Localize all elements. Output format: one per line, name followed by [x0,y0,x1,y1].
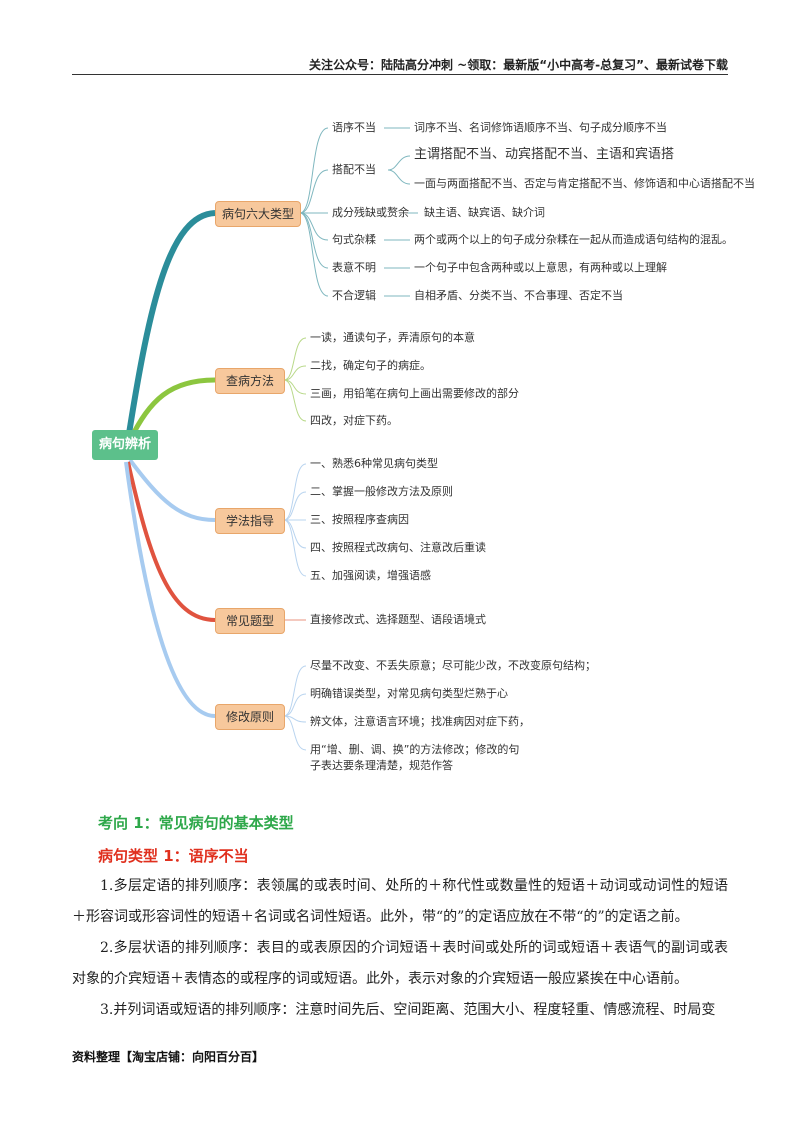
guidance-item: 四、按照程式改病句、注意改后重读 [310,541,486,554]
method-item: 二找，确定句子的病症。 [310,359,431,372]
question-types-text: 直接修改式、选择题型、语段语境式 [310,613,486,626]
section-title-type: 病句类型 1：语序不当 [98,847,249,865]
mindmap-root: 病句辨析 [92,430,158,460]
branch-types [125,210,216,441]
category-methods: 查病方法 [215,368,285,394]
category-types: 病句六大类型 [215,201,301,227]
type-name-collocation: 搭配不当 [332,163,376,176]
guidance-item: 一、熟悉6种常见病句类型 [310,457,438,470]
guidance-connectors [283,463,307,577]
branch-guidance [128,458,216,522]
principle-item: 辨文体，注意语言环境；找准病因对症下药， [310,715,530,728]
types-connectors [299,127,418,297]
principle-item: 明确错误类型，对常见病句类型烂熟于心 [310,687,508,700]
header-rule [72,74,728,75]
type-name-illogical: 不合逻辑 [332,289,376,302]
type-desc-word-order: 词序不当、名词修饰语顺序不当、句子成分顺序不当 [414,121,667,134]
type-name-word-order: 语序不当 [332,121,376,134]
principle-item: 用“增、删、调、换”的方法修改；修改的句 [310,743,520,756]
category-question-types: 常见题型 [215,608,285,634]
paragraph: 3.并列词语或短语的排列顺序：注意时间先后、空间距离、范围大小、程度轻重、情感流… [100,1002,716,1018]
section-title-direction: 考向 1：常见病句的基本类型 [98,814,294,832]
type-name-mixed: 句式杂糅 [332,233,376,246]
branch-methods [127,377,216,442]
page-header: 关注公众号：陆陆高分冲刺 ~领取：最新版“小中高考-总复习”、最新试卷下载 [309,58,728,72]
mindmap-connectors [124,127,418,751]
type-desc-illogical: 自相矛盾、分类不当、不合事理、否定不当 [414,289,623,302]
method-item: 一读，通读句子，弄清原句的本意 [310,331,475,344]
guidance-item: 三、按照程序查病因 [310,513,409,526]
category-guidance: 学法指导 [215,508,285,534]
type-desc-collocation-1: 主谓搭配不当、动宾搭配不当、主语和宾语搭 [414,147,675,162]
type-desc-unclear: 一个句子中包含两种或以上意思，有两种或以上理解 [414,261,667,274]
principle-item: 子表达要条理清楚，规范作答 [310,759,453,772]
type-desc-missing: 缺主语、缺宾语、缺介词 [424,206,545,219]
branch-principles [124,461,216,718]
category-principles: 修改原则 [215,704,285,730]
page-footer: 资料整理【淘宝店铺：向阳百分百】 [72,1050,265,1064]
guidance-item: 二、掌握一般修改方法及原则 [310,485,453,498]
methods-connectors [283,337,307,422]
principle-item: 尽量不改变、不丢失原意；尽可能少改，不改变原句结构； [310,659,596,672]
guidance-item: 五、加强阅读，增强语感 [310,569,431,582]
paragraph: 1.多层定语的排列顺序：表领属的或表时间、处所的＋称代性或数量性的短语＋动词或动… [72,878,728,925]
method-item: 三画，用铅笔在病句上画出需要修改的部分 [310,387,519,400]
type-desc-collocation-2: 一面与两面搭配不当、否定与肯定搭配不当、修饰语和中心语搭配不当 [414,177,755,190]
type-name-missing: 成分残缺或赘余 [332,206,409,219]
type-desc-mixed: 两个或两个以上的句子成分杂糅在一起从而造成语句结构的混乱。 [414,233,733,246]
type-name-unclear: 表意不明 [332,261,376,274]
method-item: 四改，对症下药。 [310,414,398,427]
paragraph: 2.多层状语的排列顺序：表目的或表原因的介词短语＋表时间或处所的词或短语＋表语气… [72,940,728,987]
branch-question [126,461,216,622]
principles-connectors [283,665,307,751]
